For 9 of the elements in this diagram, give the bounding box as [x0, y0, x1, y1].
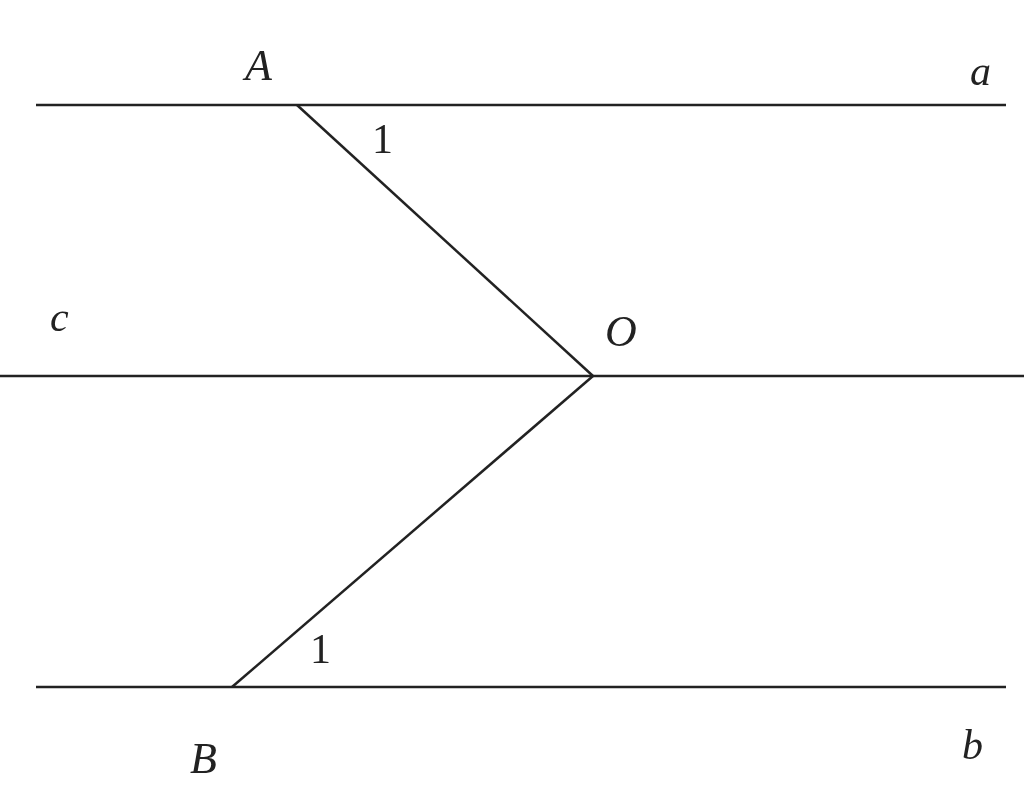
line-label: c: [50, 296, 69, 338]
angle-label: 1: [310, 628, 331, 670]
point-label: B: [190, 737, 217, 781]
angle-label: 1: [372, 118, 393, 160]
line-segment: [296, 104, 594, 377]
line-label: b: [962, 724, 983, 766]
line-label: a: [970, 50, 991, 92]
line-segment: [231, 375, 594, 688]
point-label: O: [605, 310, 637, 354]
